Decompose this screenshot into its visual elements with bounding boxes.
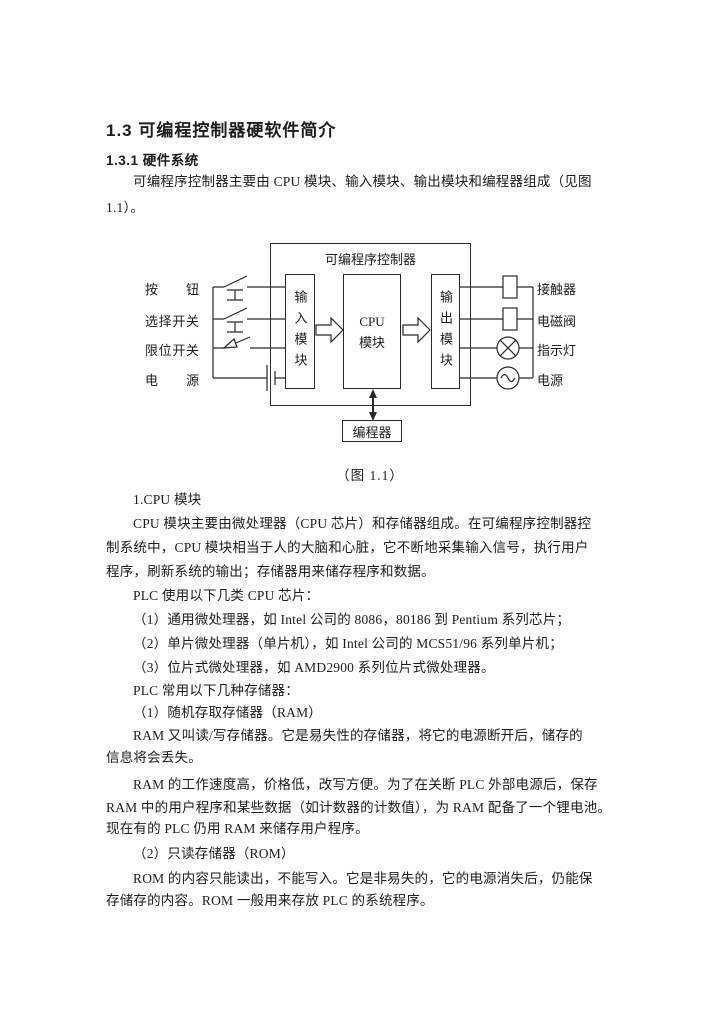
body-line: RAM 又叫读/写存储器。它是易失性的存储器，将它的电源断开后，储存的 [133,728,583,743]
body-line: PLC 使用以下几类 CPU 芯片： [133,588,320,603]
output-label-indicator-lamp: 指示灯 [537,343,577,358]
controller-outline-box [270,243,471,406]
body-line: 程序，刷新系统的输出；存储器用来储存程序和数据。 [106,564,435,579]
input-label-power: 电 源 [145,373,199,388]
input-label-pushbutton: 按 钮 [145,282,199,297]
controller-title-label: 可编程序控制器 [324,252,416,267]
diagram-wiring [212,275,534,421]
body-line: 1.CPU 模块 [133,492,202,507]
output-module-box: 输出模块 [431,274,460,389]
cpu-module-label-line1: CPU [359,313,385,329]
limit-switch-contact-icon [213,336,285,349]
intro-paragraph-line: 1.1）。 [106,200,145,215]
plc-block-diagram: 输入模块 CPU 模块 输出模块 编程器 可编程序控制器 按 钮 选择开关 限位… [140,238,600,450]
cpu-module-box: CPU 模块 [343,274,401,389]
body-line: PLC 常用以下几种存储器： [133,683,299,698]
body-line: 信息将会丢失。 [106,750,202,765]
input-label-limit-switch: 限位开关 [145,343,199,358]
body-line: （2）只读存储器（ROM） [133,846,295,861]
output-module-label: 输出模块 [438,289,453,374]
ac-source-icon [496,366,520,390]
output-label-contactor: 接触器 [537,282,577,297]
input-to-cpu-arrow-icon [315,316,344,344]
output-label-power: 电源 [537,373,564,388]
body-line: 现在有的 PLC 仍用 RAM 来储存用户程序。 [106,821,369,836]
body-line: （1）通用微处理器，如 Intel 公司的 8086，80186 到 Penti… [133,612,571,627]
output-label-solenoid-valve: 电磁阀 [537,314,577,329]
body-line: （3）位片式微处理器，如 AMD2900 系列位片式微处理器。 [133,660,495,675]
section-heading: 1.3 可编程控制器硬软件简介 [106,121,337,140]
subsection-heading: 1.3.1 硬件系统 [106,153,199,168]
input-module-box: 输入模块 [285,274,315,389]
body-line: 制系统中，CPU 模块相当于人的大脑和心脏，它不断地采集输入信号，执行用户 [106,540,589,555]
body-line: RAM 的工作速度高，价格低，改写方便。为了在关断 PLC 外部电源后，保存 [133,777,598,792]
body-line: CPU 模块主要由微处理器（CPU 芯片）和存储器组成。在可编程序控制器控 [133,516,592,531]
figure-caption: （图 1.1） [336,468,404,483]
body-line: 存储存的内容。ROM 一般用来存放 PLC 的系统程序。 [106,893,434,908]
programmer-label: 编程器 [352,424,392,440]
body-line: ROM 的内容只能读出，不能写入。它是非易失的，它的电源消失后，仍能保 [133,871,593,886]
cpu-to-output-arrow-icon [402,316,431,344]
body-line: （2）单片微处理器（单片机），如 Intel 公司的 MCS51/96 系列单片… [133,636,563,651]
body-line: （1）随机存取存储器（RAM） [133,705,323,720]
output-row-lines [460,286,533,379]
intro-paragraph-line: 可编程序控制器主要由 CPU 模块、输入模块、输出模块和编程器组成（见图 [133,174,592,189]
input-label-selector-switch: 选择开关 [145,314,199,329]
body-line: RAM 中的用户程序和某些数据（如计数器的计数值），为 RAM 配备了一个锂电池… [106,800,612,815]
input-module-label: 输入模块 [292,289,308,374]
selector-switch-contact-icon [213,307,285,333]
programmer-box: 编程器 [342,420,402,442]
power-source-battery-icon [213,365,285,391]
cpu-programmer-link-arrow-icon [369,389,377,421]
indicator-lamp-icon [496,336,520,360]
solenoid-valve-coil-icon [502,307,518,331]
pushbutton-contact-icon [213,275,285,301]
contactor-coil-icon [502,275,518,299]
cpu-module-label-line2: 模块 [358,334,385,350]
